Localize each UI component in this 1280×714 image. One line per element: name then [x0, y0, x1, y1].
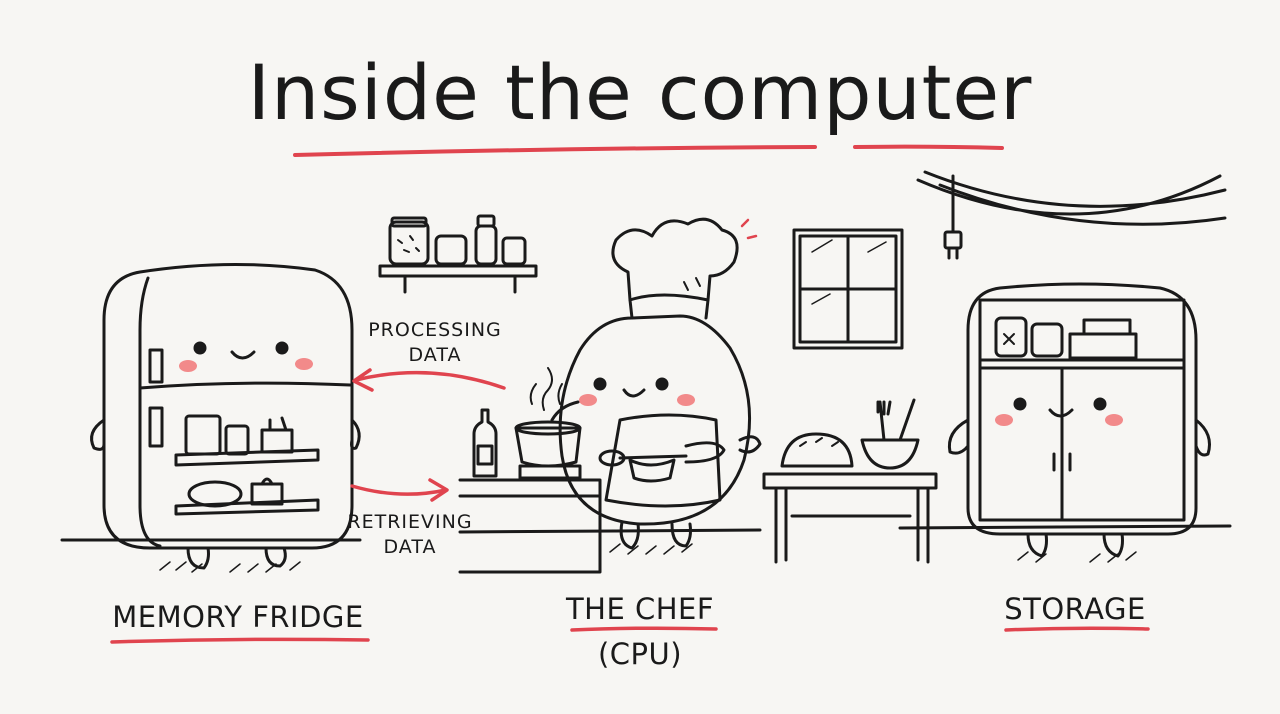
memory-fridge-icon — [90, 262, 361, 573]
storage-label: STORAGE — [1004, 592, 1146, 626]
retrieving-arrow — [350, 478, 449, 502]
chef-label-underline — [570, 626, 718, 632]
page-title: Inside the computer — [247, 48, 1033, 137]
retrieving-data-label: RETRIEVING DATA — [330, 510, 490, 560]
storage-label-underline — [1004, 626, 1150, 632]
floor-line — [60, 524, 1232, 542]
window-icon — [792, 228, 904, 350]
retrieving-line1: RETRIEVING — [347, 511, 473, 533]
retrieving-line2: DATA — [383, 536, 437, 558]
cpu-label: (CPU) — [597, 637, 683, 671]
processing-line1: PROCESSING — [368, 319, 502, 341]
hanging-plug-icon — [916, 170, 1227, 260]
processing-data-label: PROCESSING DATA — [360, 318, 510, 368]
memory-fridge-label: MEMORY FRIDGE — [112, 600, 364, 634]
wall-shelf-icon — [378, 214, 538, 294]
processing-arrow — [352, 368, 506, 392]
chef-label: THE CHEF — [565, 592, 715, 626]
kitchen-table-icon — [762, 398, 938, 564]
fridge-label-underline — [110, 637, 370, 644]
title-underline — [293, 144, 1004, 157]
processing-line2: DATA — [408, 344, 462, 366]
storage-cabinet-icon — [947, 282, 1211, 563]
chef-cpu-icon — [458, 217, 762, 574]
